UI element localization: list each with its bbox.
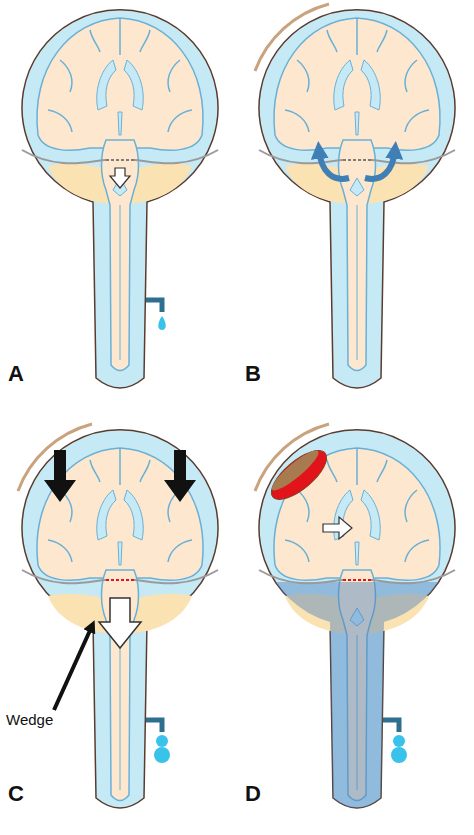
hematoma (264, 442, 334, 507)
dura-outline (22, 10, 218, 388)
panel-letter: D (245, 782, 261, 806)
csf-drop (158, 316, 166, 330)
brain (37, 18, 203, 371)
wedge-leader (54, 626, 92, 710)
csf-drop (156, 735, 168, 747)
flow-arrow (319, 150, 349, 179)
drain-pipe (146, 720, 162, 732)
brain (274, 18, 440, 371)
panel-a (22, 10, 218, 388)
open-arrow (110, 168, 130, 188)
open-arrow (99, 598, 141, 648)
dark-csf (237, 582, 474, 832)
open-arrow (323, 517, 352, 539)
dura-outline (259, 10, 455, 388)
panel-letter: B (245, 362, 261, 386)
drain-pipe (383, 720, 399, 732)
panel-letter: C (8, 782, 24, 806)
tentorium (22, 150, 218, 163)
panel-b (255, 4, 455, 388)
panel-d (237, 424, 474, 832)
csf-drop (154, 747, 170, 763)
tentorium (22, 570, 218, 583)
pressure-arrow (164, 450, 196, 502)
drain-pipe (146, 300, 162, 312)
panel-letter: A (8, 362, 24, 386)
pressure-arrow (44, 450, 76, 502)
tentorium (259, 150, 455, 163)
brain (37, 448, 203, 801)
csf-drop (391, 747, 407, 763)
panel-c (18, 424, 218, 808)
callout-label: Wedge (6, 712, 53, 729)
dura-outline (22, 430, 218, 808)
tentorium (259, 570, 455, 583)
csf-drop (393, 735, 405, 747)
flow-arrow (365, 150, 395, 179)
